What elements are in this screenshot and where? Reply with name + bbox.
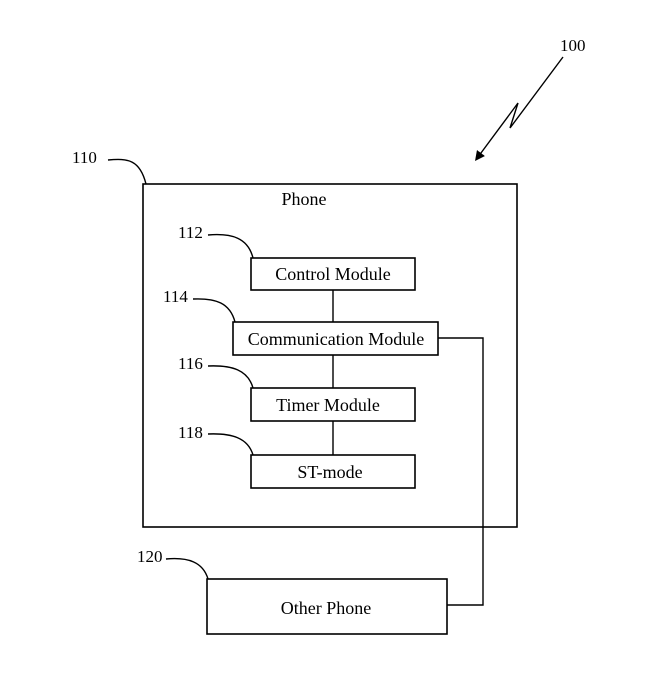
phone-title: Phone <box>282 189 327 209</box>
st-mode-ref-leader <box>207 433 254 456</box>
other-phone-label: Other Phone <box>281 598 371 618</box>
figure-ref-arrow <box>475 56 564 162</box>
timer-module-ref-label: 116 <box>178 354 203 373</box>
control-module-ref-label: 112 <box>178 223 203 242</box>
communication-module-ref-label: 114 <box>163 287 188 306</box>
other-phone-ref-label: 120 <box>137 547 163 566</box>
st-mode-label: ST-mode <box>297 462 362 482</box>
figure-ref-label: 100 <box>560 36 586 55</box>
other-phone-box <box>206 578 448 635</box>
st-mode-box <box>250 454 416 489</box>
control-module-label: Control Module <box>275 264 391 284</box>
phone-ref-leader <box>107 158 147 185</box>
communication-module-label: Communication Module <box>248 329 424 349</box>
st-mode-ref-label: 118 <box>178 423 203 442</box>
timer-module-box <box>250 387 416 422</box>
communication-module-ref-leader <box>192 298 236 323</box>
phone-ref-label: 110 <box>72 148 97 167</box>
control-module-ref-leader <box>207 233 254 259</box>
communication-link-line <box>438 337 484 606</box>
timer-module-label: Timer Module <box>276 395 380 415</box>
timer-module-ref-leader <box>207 365 254 389</box>
other-phone-ref-leader <box>165 557 209 580</box>
control-module-box <box>250 257 416 291</box>
communication-module-box <box>232 321 439 356</box>
